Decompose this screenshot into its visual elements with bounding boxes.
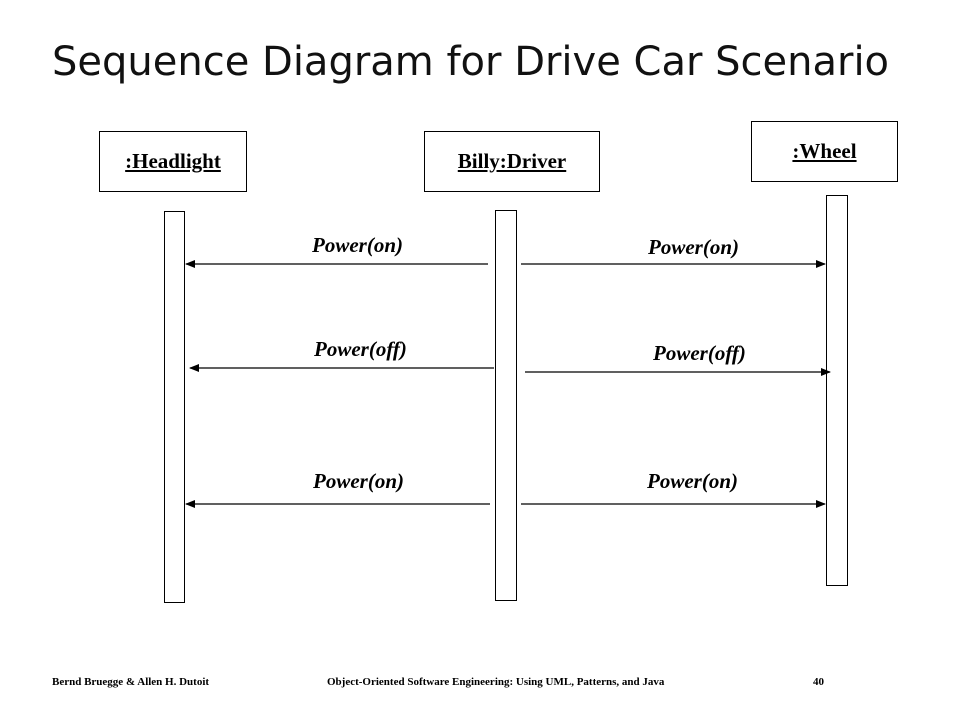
message-label-1: Power(on) (311, 233, 403, 257)
message-label-6: Power(on) (646, 469, 738, 493)
object-headlight: :Headlight (99, 131, 247, 192)
activation-headlight (164, 211, 185, 603)
activation-driver (495, 210, 517, 601)
object-driver: Billy:Driver (424, 131, 600, 192)
object-wheel-label: :Wheel (792, 139, 857, 163)
object-driver-label: Billy:Driver (457, 149, 567, 173)
footer-book-title: Object-Oriented Software Engineering: Us… (327, 676, 665, 688)
footer-authors: Bernd Bruegge & Allen H. Dutoit (52, 676, 210, 688)
message-label-4: Power(off) (652, 341, 746, 365)
object-headlight-label: :Headlight (125, 149, 221, 173)
object-wheel: :Wheel (751, 121, 898, 182)
message-label-5: Power(on) (312, 469, 404, 493)
activation-wheel (826, 195, 848, 586)
message-label-3: Power(off) (313, 337, 407, 361)
message-label-2: Power(on) (647, 235, 739, 259)
slide-title: Sequence Diagram for Drive Car Scenario (52, 39, 890, 85)
footer-page-number: 40 (813, 676, 824, 688)
